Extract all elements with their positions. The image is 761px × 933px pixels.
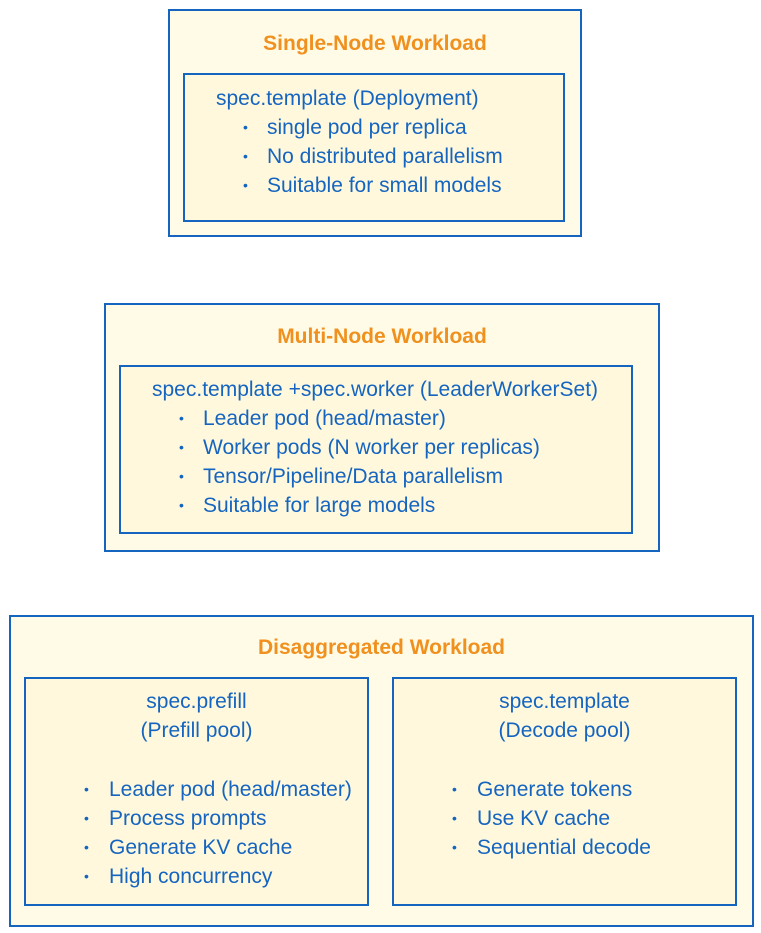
bullet-icon: • <box>452 839 457 855</box>
multi-node-workload-box: Multi-Node Workload spec.template +spec.… <box>104 303 660 552</box>
bullet-icon: • <box>179 410 184 426</box>
bullet-icon: • <box>84 810 89 826</box>
bullet-icon: • <box>243 177 248 193</box>
prefill-pool-box: spec.prefill (Prefill pool) • Leader pod… <box>24 677 369 906</box>
prefill-bullet: High concurrency <box>109 865 273 888</box>
single-node-bullet: Suitable for small models <box>267 174 502 197</box>
multi-node-bullet: Tensor/Pipeline/Data parallelism <box>203 465 503 488</box>
multi-node-spec-box: spec.template +spec.worker (LeaderWorker… <box>119 365 633 534</box>
multi-node-bullet: Leader pod (head/master) <box>203 407 446 430</box>
bullet-icon: • <box>84 781 89 797</box>
multi-node-bullet: Worker pods (N worker per replicas) <box>203 436 540 459</box>
single-node-title: Single-Node Workload <box>263 32 487 55</box>
single-node-spec-box: spec.template (Deployment) • single pod … <box>183 73 565 222</box>
multi-node-spec-header: spec.template +spec.worker (LeaderWorker… <box>152 378 599 401</box>
bullet-icon: • <box>84 839 89 855</box>
bullet-icon: • <box>243 119 248 135</box>
decode-pool-label: (Decode pool) <box>498 719 631 742</box>
prefill-pool-label: (Prefill pool) <box>140 719 253 742</box>
bullet-icon: • <box>179 468 184 484</box>
decode-bullet: Use KV cache <box>477 807 611 830</box>
bullet-icon: • <box>179 497 184 513</box>
decode-bullet: Generate tokens <box>477 778 633 801</box>
disaggregated-title: Disaggregated Workload <box>258 636 505 659</box>
single-node-workload-box: Single-Node Workload spec.template (Depl… <box>168 9 582 237</box>
multi-node-bullet: Suitable for large models <box>203 494 436 517</box>
bullet-icon: • <box>452 810 457 826</box>
decode-bullet: Sequential decode <box>477 836 651 859</box>
single-node-bullet: No distributed parallelism <box>267 145 503 168</box>
prefill-bullet: Process prompts <box>109 807 267 830</box>
bullet-icon: • <box>179 439 184 455</box>
bullet-icon: • <box>243 148 248 164</box>
decode-pool-box: spec.template (Decode pool) • Generate t… <box>392 677 737 906</box>
prefill-spec-header: spec.prefill <box>146 690 247 713</box>
prefill-bullet: Generate KV cache <box>109 836 293 859</box>
prefill-bullet: Leader pod (head/master) <box>109 778 352 801</box>
disaggregated-workload-box: Disaggregated Workload spec.prefill (Pre… <box>9 615 754 927</box>
bullet-icon: • <box>84 868 89 884</box>
multi-node-title: Multi-Node Workload <box>277 325 487 348</box>
bullet-icon: • <box>452 781 457 797</box>
single-node-bullet: single pod per replica <box>267 116 467 139</box>
single-node-spec-header: spec.template (Deployment) <box>216 87 479 110</box>
decode-spec-header: spec.template <box>499 690 630 713</box>
